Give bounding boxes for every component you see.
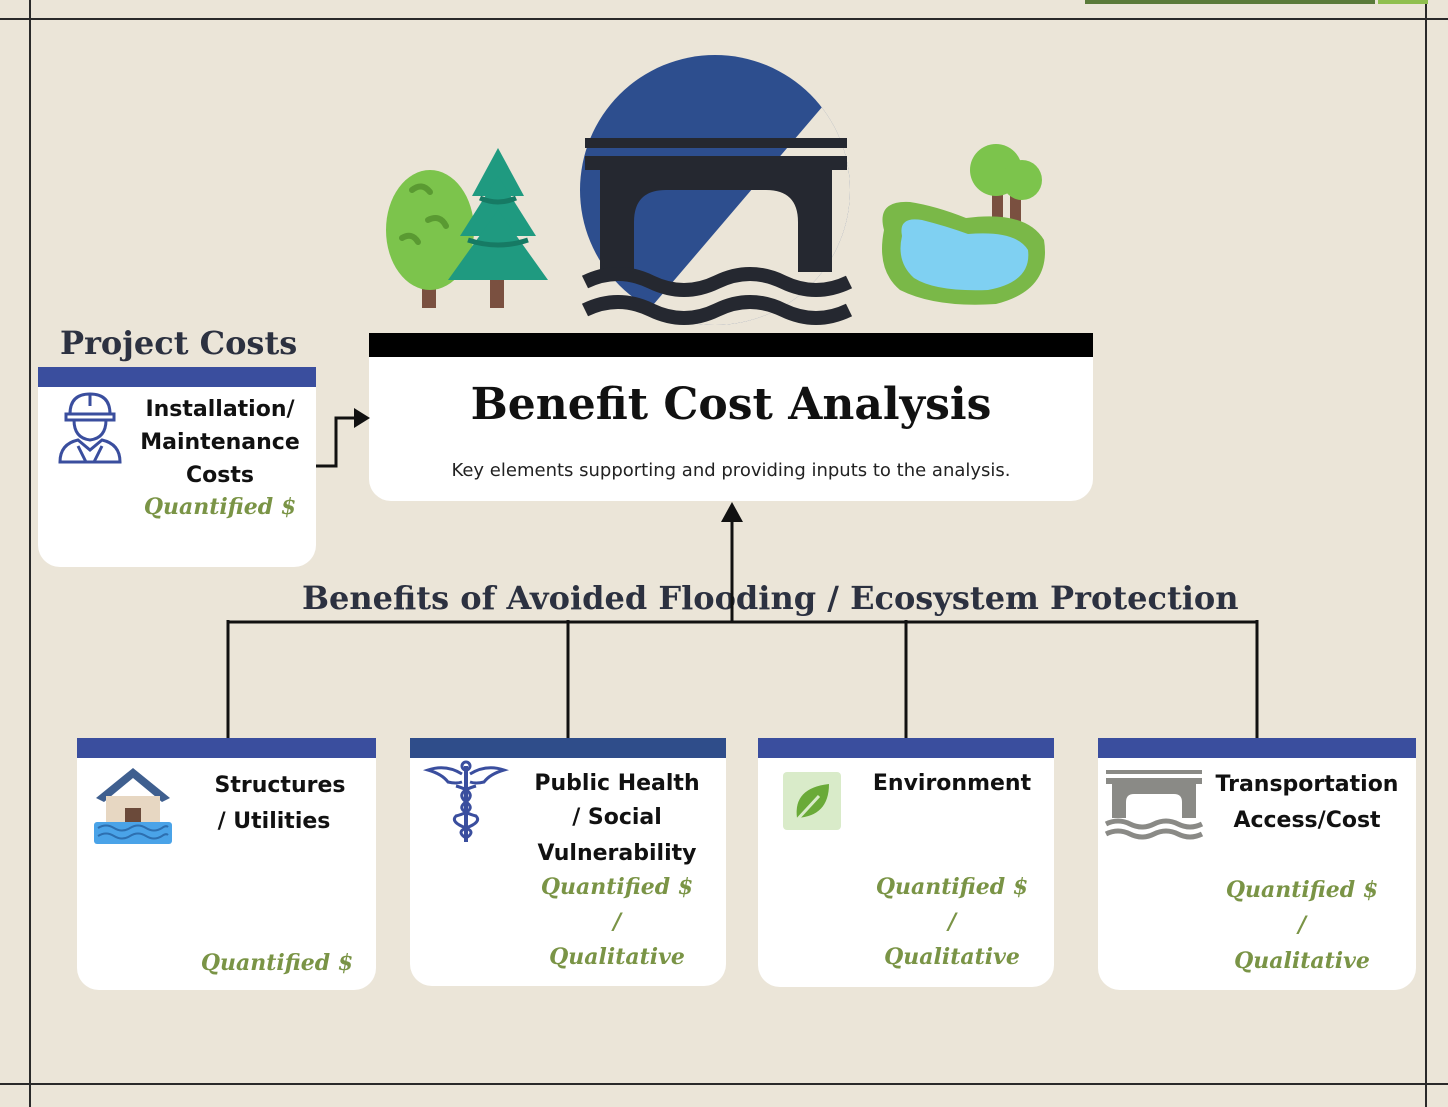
main-subtitle: Key elements supporting and providing in…	[451, 460, 1011, 481]
bridge-icon	[1104, 770, 1204, 840]
transportation-value-1: Quantified $	[1225, 877, 1379, 903]
project-costs-heading: Project Costs	[60, 324, 298, 362]
public-health-value-3: Qualitative	[549, 944, 685, 970]
flooded-house-icon	[94, 768, 172, 844]
transportation-value-2: /	[1297, 912, 1307, 938]
leaf-icon	[783, 772, 841, 830]
card-bar	[758, 738, 1054, 758]
card-bar	[1098, 738, 1416, 758]
benefit-cost-analysis-card: Benefit Cost Analysis Key elements suppo…	[369, 333, 1093, 501]
environment-value-1: Quantified $	[875, 874, 1029, 900]
main-title: Benefit Cost Analysis	[470, 379, 992, 430]
bridge-river-icon	[580, 55, 853, 325]
project-costs-title-line1: Installation/	[145, 397, 295, 422]
benefits-connector	[226, 502, 1259, 740]
construction-worker-icon	[58, 392, 122, 464]
environment-title: Environment	[872, 771, 1032, 796]
public-health-title-line2: / Social	[572, 805, 662, 830]
project-costs-arrow	[316, 408, 370, 468]
frame-left-line	[29, 0, 31, 1107]
title-bar	[369, 333, 1093, 357]
environment-value-2: /	[947, 909, 957, 935]
project-costs-title-line2: Maintenance	[140, 430, 300, 455]
card-bar	[77, 738, 376, 758]
transportation-title-line2: Access/Cost	[1233, 808, 1381, 833]
pond-icon	[882, 144, 1045, 305]
project-costs-value: Quantified $	[143, 494, 297, 520]
deciduous-tree-icon	[386, 170, 474, 308]
transportation-value-3: Qualitative	[1234, 948, 1370, 974]
public-health-value-2: /	[612, 909, 622, 935]
corner-tab-accent	[1378, 0, 1428, 4]
public-health-value-1: Quantified $	[540, 874, 694, 900]
structures-value: Quantified $	[200, 950, 354, 976]
frame-top-line	[0, 18, 1448, 20]
project-costs-title-line3: Costs	[186, 463, 254, 488]
project-costs-card	[38, 367, 316, 567]
card-bar	[38, 367, 316, 387]
corner-tab	[1085, 0, 1375, 4]
structures-title-line1: Structures	[214, 773, 346, 798]
transportation-title-line1: Transportation	[1215, 772, 1399, 797]
card-bar	[410, 738, 726, 758]
pine-tree-icon	[448, 148, 548, 308]
environment-card	[758, 738, 1054, 987]
public-health-title-line3: Vulnerability	[537, 841, 697, 866]
caduceus-icon	[422, 760, 510, 842]
structures-title-line2: / Utilities	[217, 809, 331, 834]
public-health-title-line1: Public Health	[534, 771, 700, 796]
frame-bottom-line	[0, 1083, 1448, 1085]
benefits-heading: Benefits of Avoided Flooding / Ecosystem…	[302, 579, 1239, 617]
public-health-card	[410, 738, 726, 986]
frame-right-line	[1425, 0, 1427, 1107]
environment-value-3: Qualitative	[884, 944, 1020, 970]
